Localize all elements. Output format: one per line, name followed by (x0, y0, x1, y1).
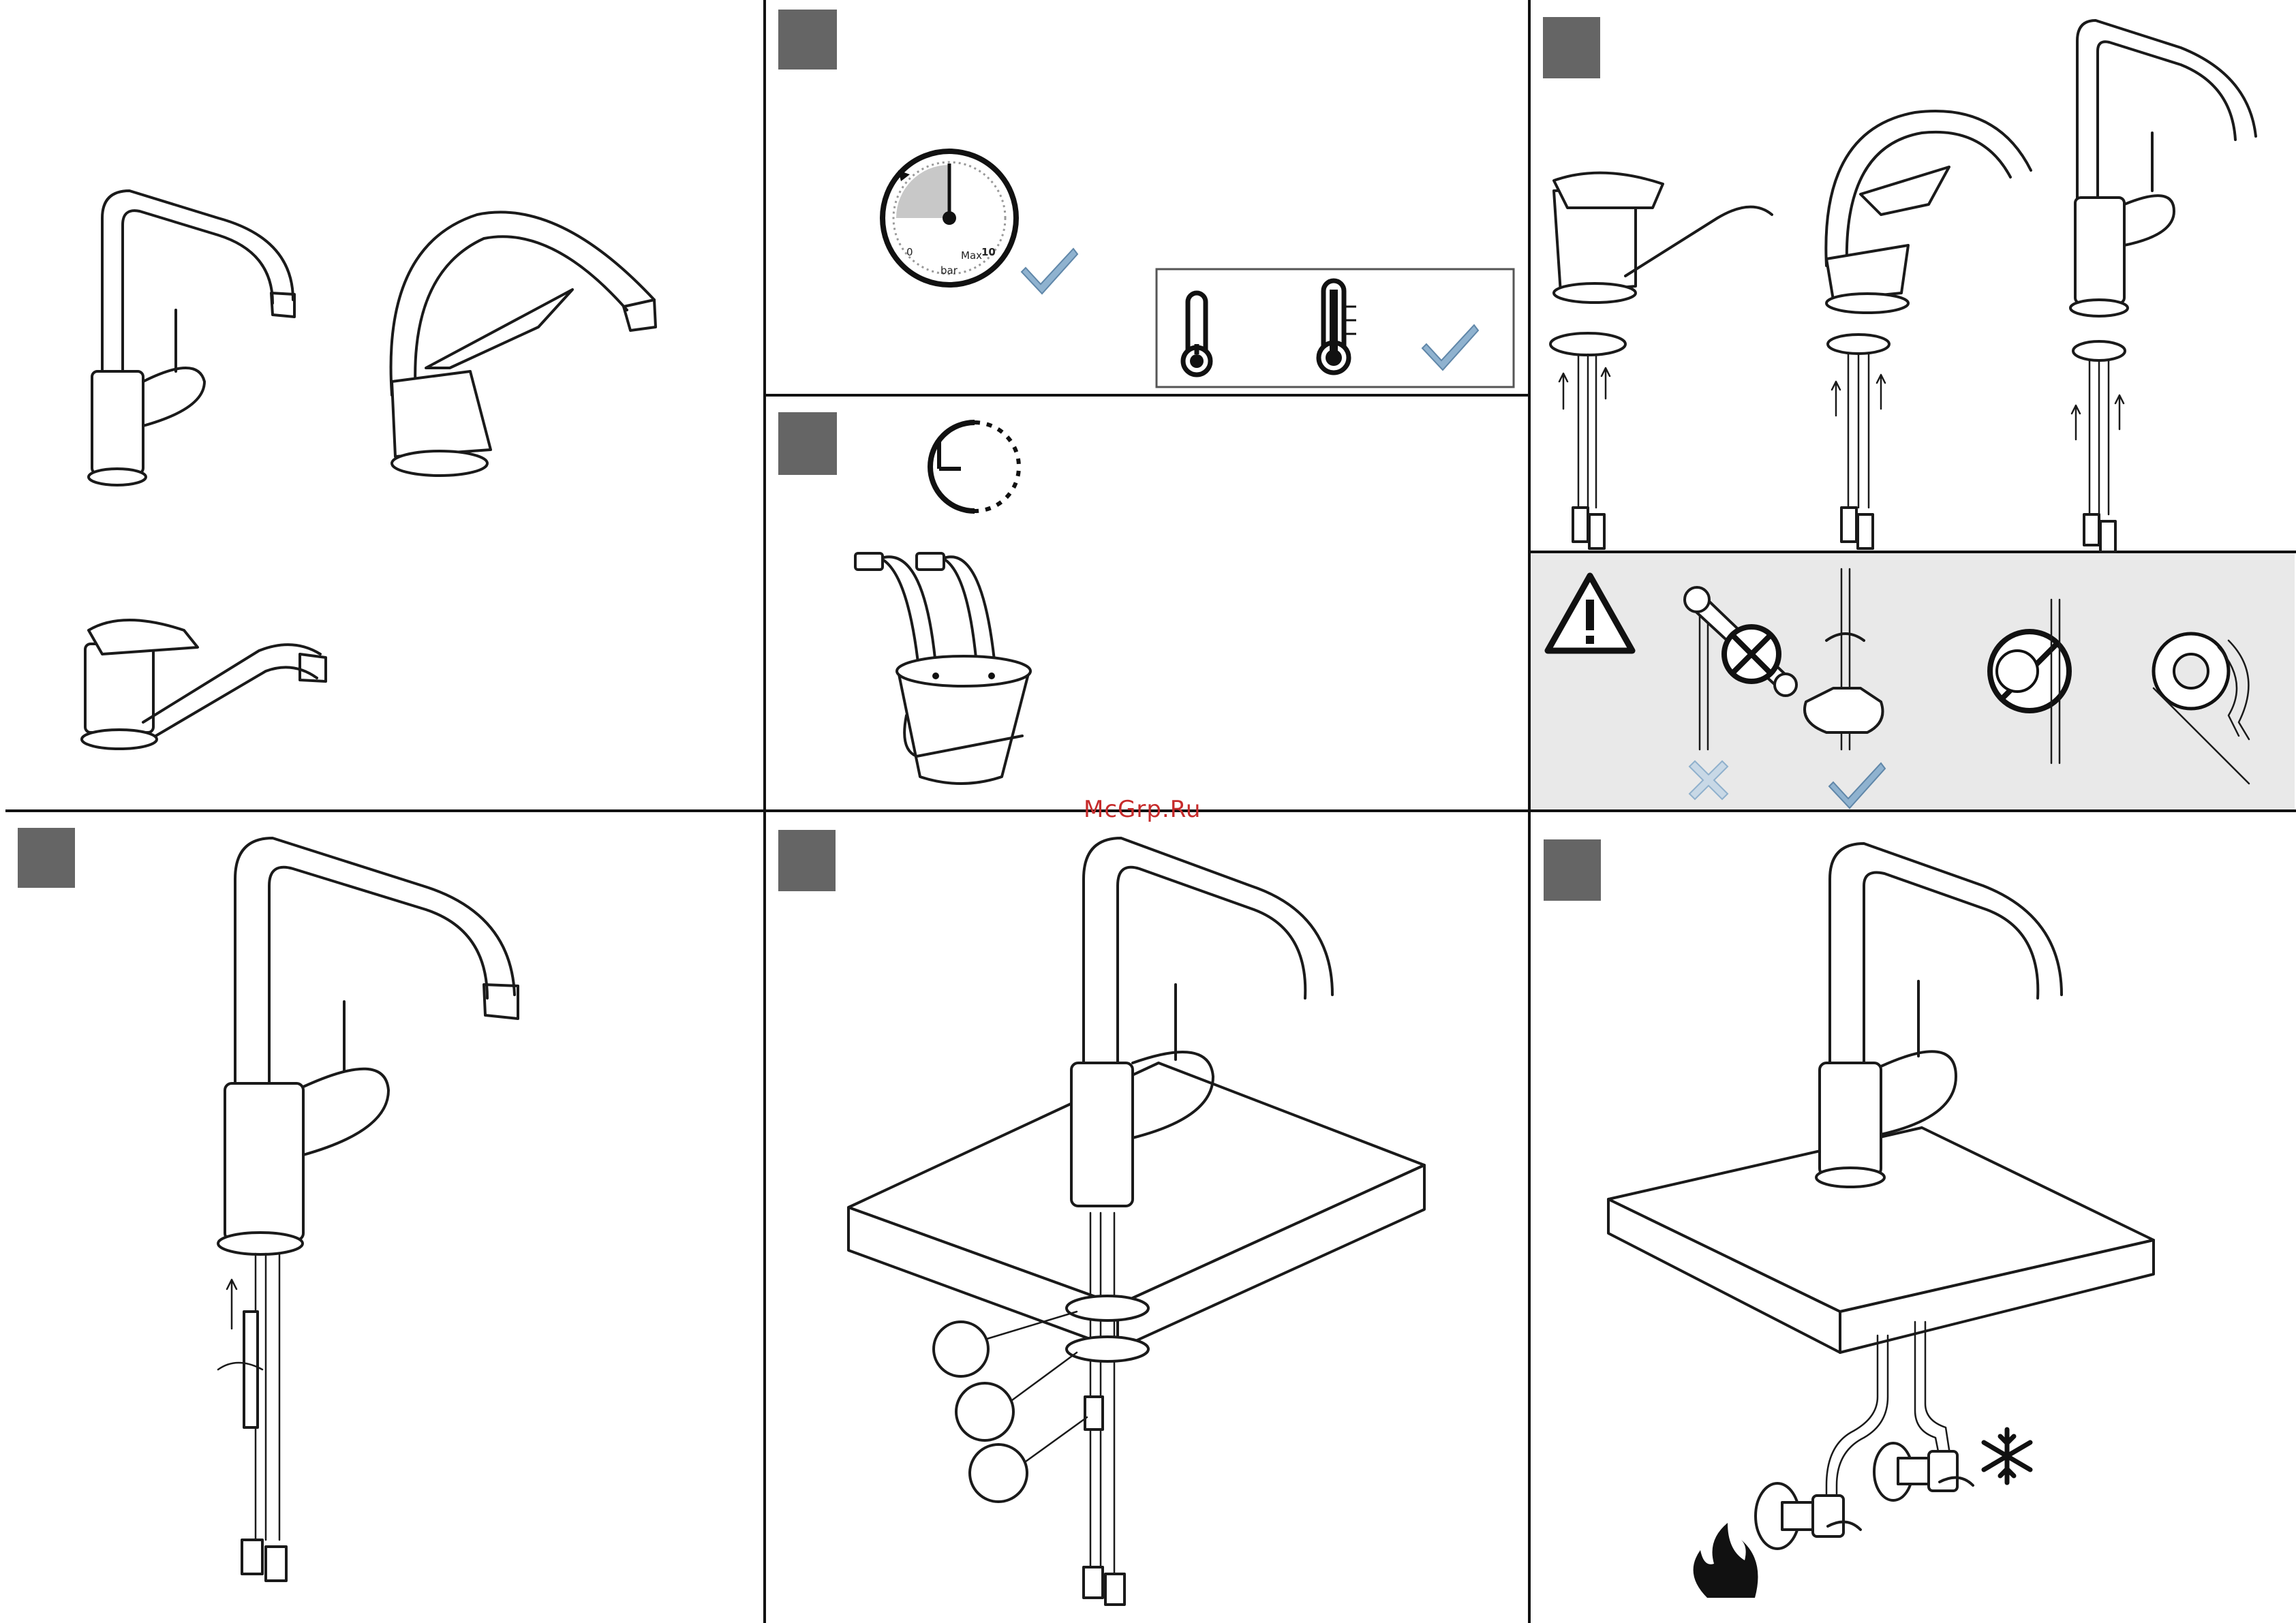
tall-faucet-icon (2070, 20, 2256, 552)
thermometer-icon (1183, 293, 1210, 375)
low-faucet-icon (82, 620, 326, 749)
low-faucet-icon (1550, 173, 1772, 548)
flame-icon (1694, 1523, 1758, 1598)
step-badge (778, 412, 837, 475)
hose-insertion-panel (1543, 17, 2256, 552)
countertop-mount-panel (778, 830, 1424, 1605)
prohibited-icon (1724, 627, 1779, 681)
gauge-unit-label: bar (940, 264, 958, 277)
warning-panel (1531, 553, 2295, 809)
tall-faucet-icon (89, 191, 294, 485)
step-badge (778, 10, 837, 69)
faucet-variants-panel (82, 191, 656, 749)
gauge-max-value: 10 (981, 246, 996, 258)
snowflake-icon (1984, 1429, 2030, 1483)
watermark-text: McGrp.Ru (1084, 796, 1201, 823)
bucket-icon (855, 553, 1030, 784)
pressure-gauge-icon: 0 bar Max 10 (883, 151, 1016, 285)
curved-faucet-icon (1826, 111, 2031, 548)
step-badge (1544, 839, 1601, 901)
flushing-panel (778, 412, 1030, 784)
step-badge (18, 828, 75, 888)
clock-icon (930, 422, 1019, 511)
valve-connect-panel (1544, 839, 2154, 1598)
gauge-min-label: 0 (906, 246, 913, 258)
check-icon (1022, 249, 1077, 294)
step-badge (1543, 17, 1600, 78)
install-hoses-panel (18, 828, 518, 1581)
step-badge (778, 830, 836, 891)
pressure-panel: 0 bar Max 10 (778, 10, 1514, 387)
gauge-max-prefix: Max (961, 249, 982, 262)
curved-faucet-icon (391, 212, 656, 476)
